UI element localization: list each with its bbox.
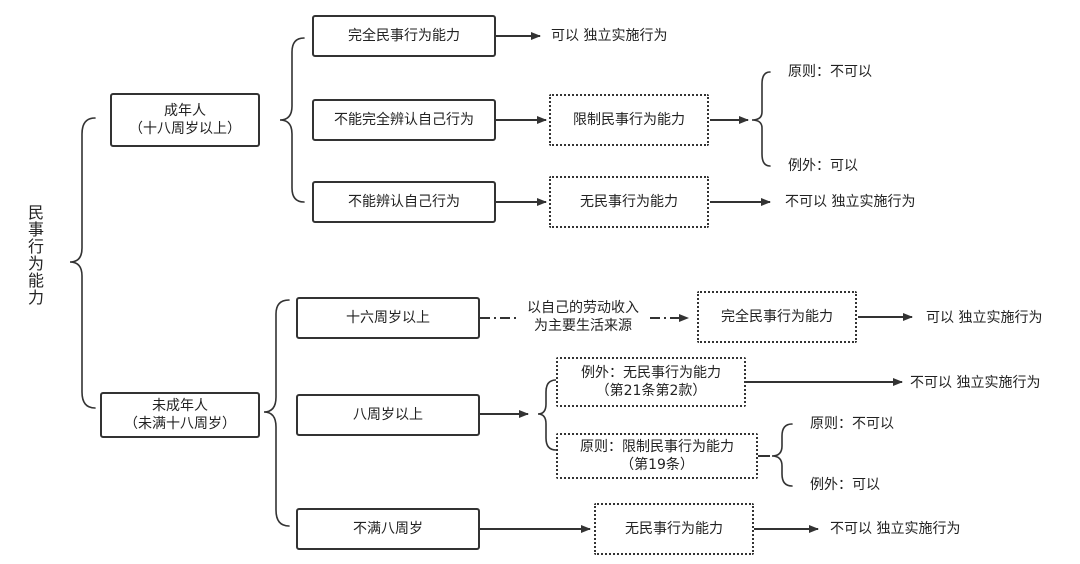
minor-node: 未成年人 （未满十八周岁） — [100, 392, 260, 438]
eight-exception-node: 例外：无民事行为能力 （第21条第2款） — [556, 357, 746, 407]
no-recognition-node: 不能辨认自己行为 — [312, 181, 496, 223]
minor-title: 未成年人 — [152, 398, 208, 414]
minor-subtitle: （未满十八周岁） — [124, 416, 236, 432]
under-eight-result: 不可以 独立实施行为 — [830, 521, 961, 537]
adult-rule-brace — [751, 71, 771, 167]
adult-rule-principle: 原则：不可以 — [788, 64, 872, 80]
no-capacity-result: 不可以 独立实施行为 — [785, 194, 916, 210]
root-brace — [69, 117, 96, 409]
adult-title: 成年人 — [164, 103, 206, 119]
sixteen-result: 可以 独立实施行为 — [926, 310, 1043, 326]
eight-exception-line1: 例外：无民事行为能力 — [581, 365, 721, 381]
adult-node: 成年人 （十八周岁以上） — [110, 93, 260, 147]
minor-brace — [263, 299, 290, 527]
under-eight-node: 不满八周岁 — [296, 508, 480, 550]
sixteen-full-capacity-node: 完全民事行为能力 — [697, 291, 857, 343]
no-capacity-node: 无民事行为能力 — [549, 176, 709, 228]
minor-rule-brace — [771, 423, 793, 487]
sixteen-note: 以自己的劳动收入 为主要生活来源 — [516, 299, 650, 335]
limited-capacity-node: 限制民事行为能力 — [549, 94, 709, 146]
adult-subtitle: （十八周岁以上） — [129, 121, 241, 137]
full-capacity-node: 完全民事行为能力 — [312, 15, 496, 57]
eight-exception-result: 不可以 独立实施行为 — [910, 375, 1041, 391]
adult-rule-exception: 例外：可以 — [788, 158, 858, 174]
minor-rule-exception: 例外：可以 — [810, 477, 880, 493]
eight-principle-line1: 原则：限制民事行为能力 — [580, 439, 734, 455]
eight-principle-node: 原则：限制民事行为能力 （第19条） — [556, 433, 758, 479]
eight-exception-line2: （第21条第2款） — [595, 383, 707, 399]
sixteen-node: 十六周岁以上 — [296, 297, 480, 339]
eight-principle-line2: （第19条） — [620, 457, 694, 473]
eight-brace — [537, 379, 557, 451]
under-eight-capacity-node: 无民事行为能力 — [594, 503, 754, 555]
root-label: 民事行为能力 — [25, 204, 44, 306]
eight-node: 八周岁以上 — [296, 394, 480, 436]
sixteen-note-line1: 以自己的劳动收入 — [527, 300, 639, 316]
adult-brace — [279, 37, 305, 203]
sixteen-note-line2: 为主要生活来源 — [534, 318, 632, 334]
minor-rule-principle: 原则：不可以 — [810, 416, 894, 432]
full-capacity-result: 可以 独立实施行为 — [551, 28, 668, 44]
partial-recognition-node: 不能完全辨认自己行为 — [312, 99, 496, 141]
